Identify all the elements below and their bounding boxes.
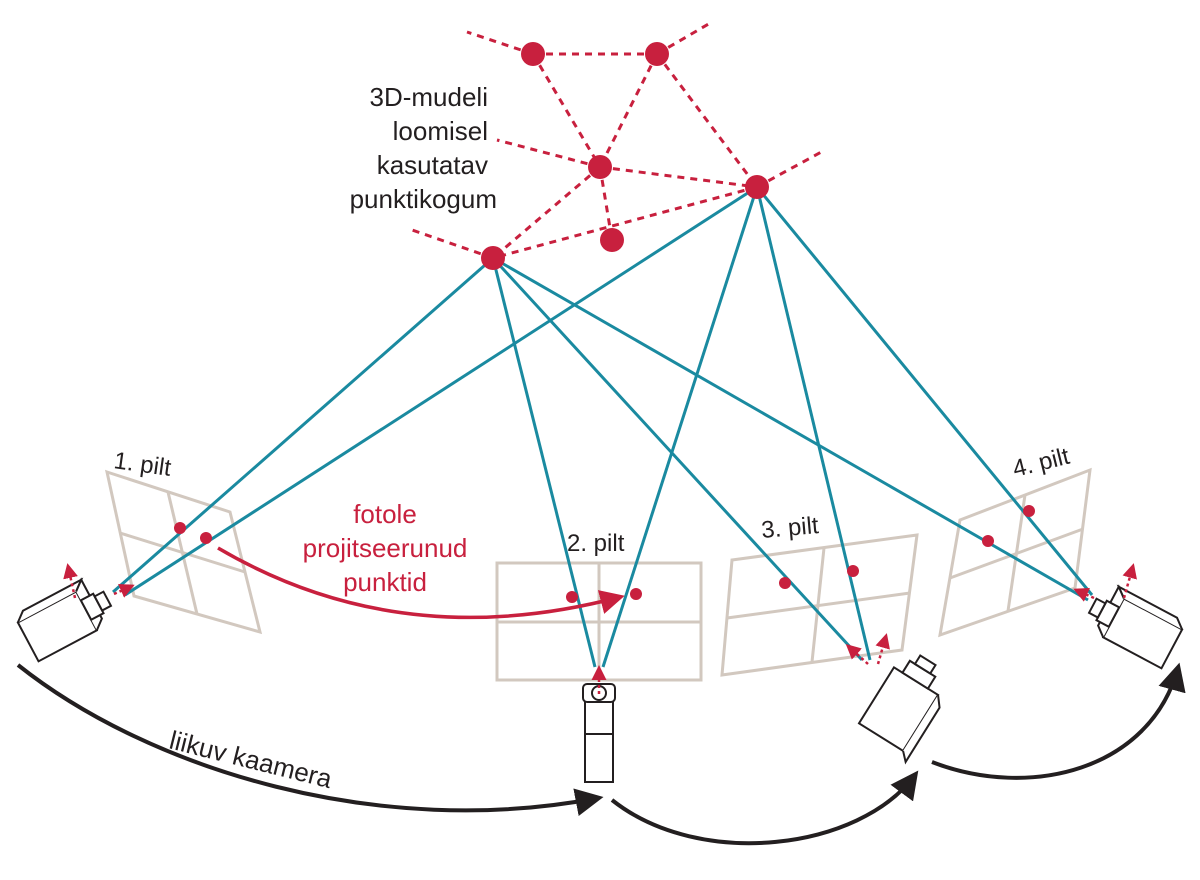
image-label-4: 4. pilt	[1010, 443, 1073, 483]
title-line: punktikogum	[350, 184, 497, 214]
projected-point	[779, 577, 791, 589]
camera-4	[1073, 563, 1184, 670]
camera-3	[845, 633, 941, 765]
image-label-3: 3. pilt	[760, 512, 820, 544]
projected-point	[200, 532, 212, 544]
camera-motion-arrows	[16, 662, 1186, 846]
motion-arrow	[16, 663, 604, 816]
image-frame-2	[495, 561, 703, 682]
title-line: kasutatav	[377, 150, 488, 180]
projected-point	[847, 565, 859, 577]
projection-label-line: punktid	[343, 567, 427, 597]
motion-label: liikuv kaamera	[167, 725, 336, 794]
projected-point	[1023, 505, 1035, 517]
image-frame-3	[720, 533, 919, 677]
projection-label-line: fotole	[353, 499, 417, 529]
projection-label: fotole projitseerunud punktid	[303, 499, 468, 597]
projection-label-line: projitseerunud	[303, 533, 468, 563]
projected-points	[174, 505, 1035, 603]
point-3d	[745, 175, 769, 199]
point-3d	[588, 155, 612, 179]
point-3d	[521, 42, 545, 66]
image-label-2: 2. pilt	[567, 530, 625, 557]
motion-arrow	[610, 770, 919, 846]
point-3d	[645, 42, 669, 66]
title: 3D-mudeli loomisel kasutatav punktikogum	[350, 82, 497, 214]
camera-1	[16, 563, 135, 663]
image-frames	[104, 467, 1092, 682]
point-cloud-links	[411, 20, 826, 260]
point-cloud	[481, 42, 769, 270]
projected-point	[630, 588, 642, 600]
projected-point	[174, 522, 186, 534]
projection-arrow	[217, 546, 625, 620]
point-3d	[481, 246, 505, 270]
title-line: 3D-mudeli	[370, 82, 489, 112]
image-frame-1	[104, 469, 263, 635]
point-3d	[600, 228, 624, 252]
motion-arrow	[931, 662, 1186, 780]
title-line: loomisel	[393, 116, 488, 146]
image-frame-4	[938, 467, 1092, 638]
projected-point	[566, 591, 578, 603]
projection-rays	[112, 185, 1094, 668]
camera-2	[582, 665, 616, 783]
projected-point	[982, 535, 994, 547]
